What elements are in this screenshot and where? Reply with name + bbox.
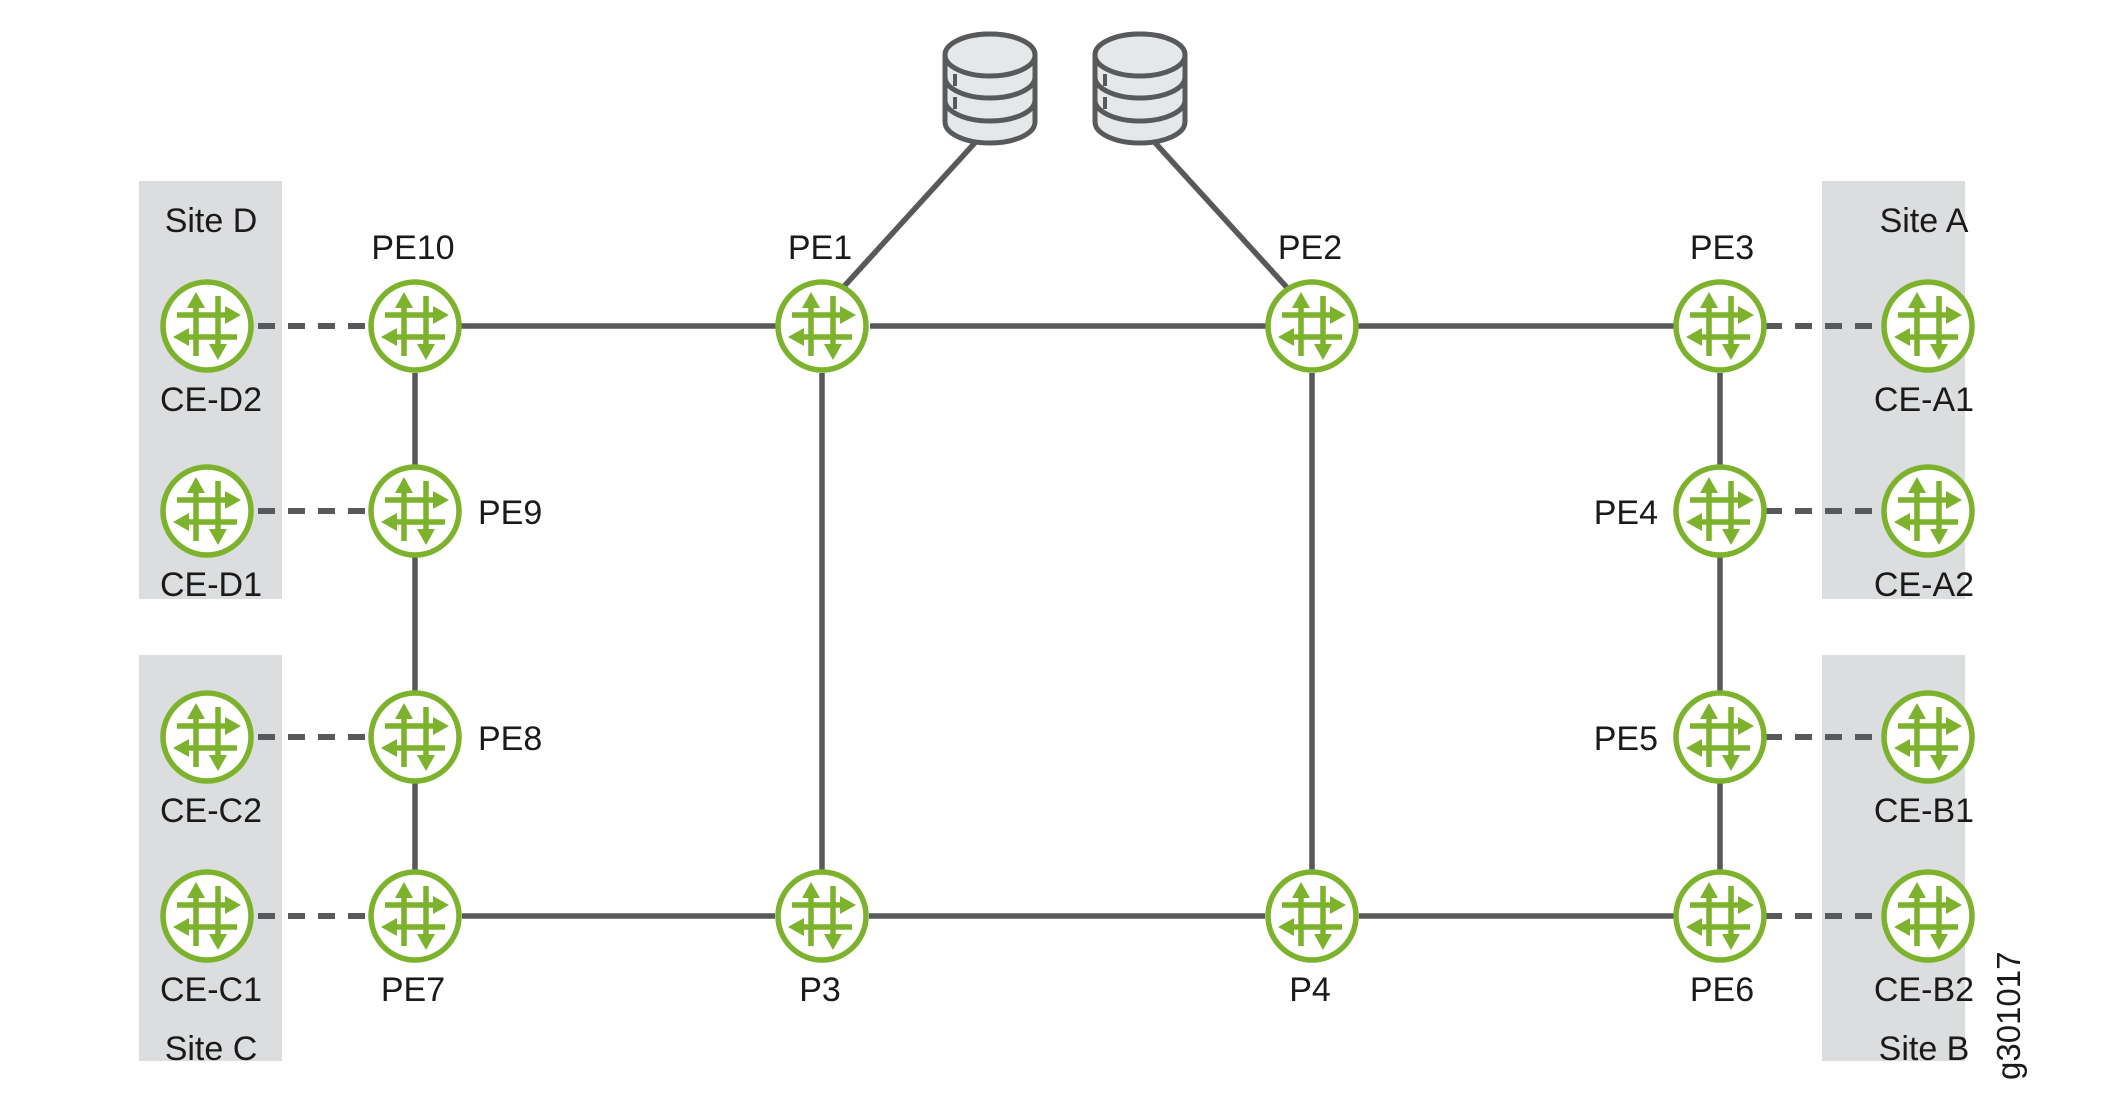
node-labels-group: CE-D2 CE-D1 CE-C2 CE-C1 PE10 PE9 PE8 PE7… — [160, 229, 1974, 1009]
node-pe1[interactable] — [778, 282, 866, 370]
node-label-pe3: PE3 — [1690, 229, 1754, 267]
node-label-pe9: PE9 — [478, 494, 542, 532]
node-ce-a2[interactable] — [1884, 467, 1972, 555]
node-label-p3: P3 — [799, 971, 841, 1009]
node-p4[interactable] — [1268, 872, 1356, 960]
site-label-d: Site D — [165, 202, 258, 240]
node-label-pe2: PE2 — [1278, 229, 1342, 267]
node-ce-d1[interactable] — [163, 467, 251, 555]
node-label-p4: P4 — [1289, 971, 1331, 1009]
node-label-pe5: PE5 — [1594, 720, 1658, 758]
node-label-pe4: PE4 — [1594, 494, 1658, 532]
node-pe9[interactable] — [371, 467, 459, 555]
node-label-ce-b2: CE-B2 — [1874, 971, 1974, 1009]
links-group — [258, 133, 1878, 919]
node-label-ce-a1: CE-A1 — [1874, 381, 1974, 419]
node-label-ce-a2: CE-A2 — [1874, 566, 1974, 604]
figure-id-label: g301017 — [1990, 952, 2027, 1080]
node-label-pe8: PE8 — [478, 720, 542, 758]
node-pe10[interactable] — [371, 282, 459, 370]
link-db-right-pe2 — [1145, 133, 1295, 295]
node-label-pe1: PE1 — [788, 229, 852, 267]
node-label-ce-c2: CE-C2 — [160, 792, 262, 830]
node-ce-b2[interactable] — [1884, 872, 1972, 960]
nodes-group — [163, 282, 1972, 960]
node-label-ce-d1: CE-D1 — [160, 566, 262, 604]
link-db-left-pe1 — [835, 133, 985, 295]
database-left[interactable] — [942, 31, 1038, 146]
node-label-ce-b1: CE-B1 — [1874, 792, 1974, 830]
node-label-pe6: PE6 — [1690, 971, 1754, 1009]
node-pe3[interactable] — [1676, 282, 1764, 370]
database-right[interactable] — [1092, 31, 1188, 146]
site-labels-group: Site D Site C Site A Site B — [165, 202, 1970, 1068]
site-label-b: Site B — [1879, 1030, 1970, 1068]
node-pe5[interactable] — [1676, 693, 1764, 781]
node-pe4[interactable] — [1676, 467, 1764, 555]
node-label-ce-d2: CE-D2 — [160, 381, 262, 419]
node-pe6[interactable] — [1676, 872, 1764, 960]
node-label-pe7: PE7 — [381, 971, 445, 1009]
node-pe8[interactable] — [371, 693, 459, 781]
node-label-ce-c1: CE-C1 — [160, 971, 262, 1009]
node-pe7[interactable] — [371, 872, 459, 960]
node-p3[interactable] — [778, 872, 866, 960]
node-ce-a1[interactable] — [1884, 282, 1972, 370]
node-ce-b1[interactable] — [1884, 693, 1972, 781]
node-ce-c1[interactable] — [163, 872, 251, 960]
site-label-a: Site A — [1880, 202, 1969, 240]
node-label-pe10: PE10 — [371, 229, 454, 267]
site-label-c: Site C — [165, 1030, 258, 1068]
node-ce-d2[interactable] — [163, 282, 251, 370]
node-pe2[interactable] — [1268, 282, 1356, 370]
node-ce-c2[interactable] — [163, 693, 251, 781]
